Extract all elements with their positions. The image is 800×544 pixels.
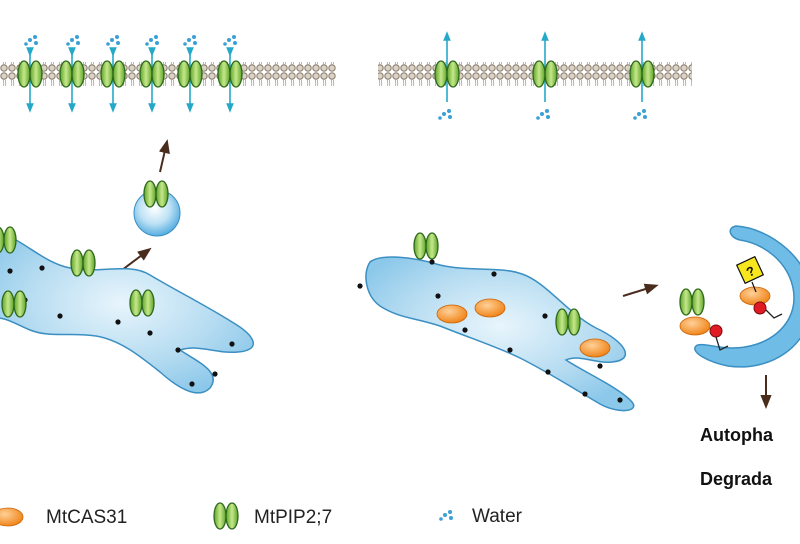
pip-channel xyxy=(139,35,165,113)
pip-channel xyxy=(629,31,655,120)
pip-symbol xyxy=(213,502,239,530)
er-left xyxy=(0,226,255,394)
fate-label-line2: Degrada xyxy=(700,469,773,489)
er-right xyxy=(357,232,635,412)
autophagosome: ? xyxy=(679,225,800,368)
legend-item-cas31: MtCAS31 xyxy=(0,507,127,528)
membrane-left xyxy=(0,62,336,86)
pip-channel xyxy=(217,35,243,113)
legend-item-water: Water xyxy=(439,506,523,527)
pip-channels-right xyxy=(434,31,655,120)
legend-item-pip: MtPIP2;7 xyxy=(213,502,332,530)
legend-label-water: Water xyxy=(472,506,523,527)
arrow-er-to-autophagosome xyxy=(622,283,659,297)
fate-label-line1: Autopha xyxy=(700,425,774,445)
pip-channel xyxy=(100,35,126,113)
legend: MtCAS31 MtPIP2;7 Water xyxy=(0,502,523,530)
pip-channels-left xyxy=(17,35,243,113)
arrow-er-to-vesicle xyxy=(121,247,152,271)
water-symbol xyxy=(439,510,453,521)
pip-channel xyxy=(59,35,85,113)
ubiquitin-tag xyxy=(709,324,729,351)
pip-channel xyxy=(532,31,558,120)
legend-label-cas31: MtCAS31 xyxy=(46,507,127,528)
pip-channel xyxy=(434,31,460,120)
transport-vesicle xyxy=(133,180,181,237)
legend-label-pip: MtPIP2;7 xyxy=(254,507,332,528)
pip-channel xyxy=(17,35,43,113)
cas31-symbol xyxy=(0,507,24,527)
ubiquitin-tag xyxy=(753,301,783,319)
pip-channel xyxy=(177,35,203,113)
question-box: ? xyxy=(735,255,765,293)
arrow-vesicle-to-membrane xyxy=(158,139,170,173)
